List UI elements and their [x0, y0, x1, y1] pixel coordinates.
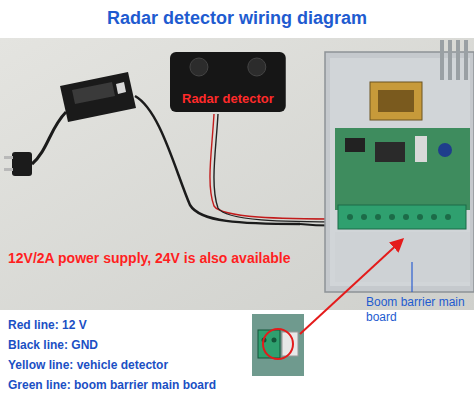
- diagram-title: Radar detector wiring diagram: [107, 8, 367, 29]
- power-adapter: [60, 72, 136, 122]
- photo-ground: [0, 38, 474, 310]
- leader-line: [411, 262, 412, 292]
- power-note: 12V/2A power supply, 24V is also availab…: [8, 250, 290, 268]
- mains-plug: [4, 152, 32, 176]
- boom-barrier-board: [325, 40, 474, 292]
- mains-cable: [32, 112, 66, 164]
- part-label: Radar detector: [170, 91, 286, 106]
- connector-inset: [252, 314, 304, 376]
- wire-note: Black line: GND: [8, 338, 98, 353]
- wire-note: Green line: boom barrier main board: [8, 378, 216, 393]
- wire-note: Yellow line: vehicle detector: [8, 358, 168, 373]
- wire-note: Red line: 12 V: [8, 318, 87, 333]
- radar-detector-box: Radar detector: [170, 52, 286, 112]
- red-wire: [210, 114, 344, 219]
- board-label: Boom barrier main board: [366, 295, 466, 325]
